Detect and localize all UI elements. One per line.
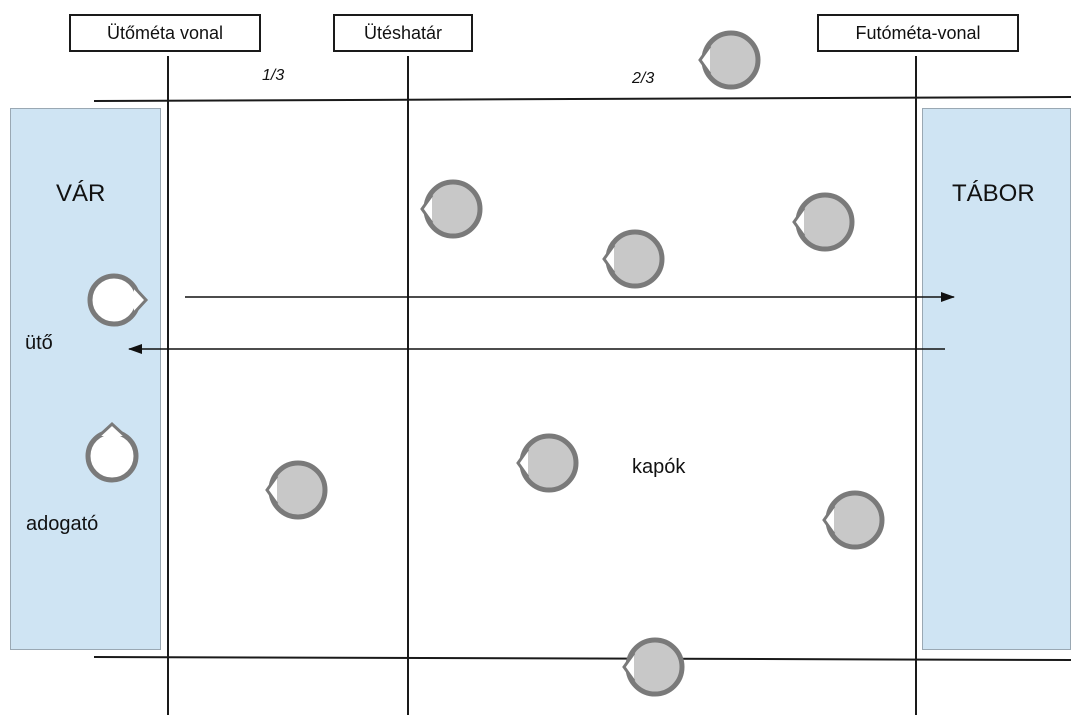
running-line-label: Futóméta-vonal <box>817 14 1019 52</box>
camp-label: TÁBOR <box>952 180 1035 207</box>
hit-boundary-label: Ütéshatár <box>333 14 473 52</box>
field-bottom-line <box>93 656 1071 661</box>
camp-zone <box>922 108 1071 650</box>
third-1-label: 1/3 <box>262 67 285 84</box>
fielder-4 <box>602 229 665 289</box>
pitcher-player <box>85 421 139 483</box>
fielder-6 <box>265 460 328 520</box>
fielder-7 <box>822 490 885 550</box>
third-2-label: 2/3 <box>632 70 655 87</box>
batter-label: ütő <box>25 332 53 354</box>
batting-line-label: Ütőméta vonal <box>69 14 261 52</box>
fielder-3 <box>792 192 855 252</box>
batter-player <box>87 273 149 327</box>
fielder-5 <box>516 433 579 493</box>
fielders-label: kapók <box>632 456 686 478</box>
castle-label: VÁR <box>56 180 106 207</box>
fielder-1 <box>698 30 761 90</box>
field-top-line <box>93 96 1071 102</box>
fielder-2 <box>420 179 483 239</box>
fielder-8 <box>622 637 685 697</box>
castle-zone <box>10 108 161 650</box>
pitcher-label: adogató <box>26 513 99 535</box>
